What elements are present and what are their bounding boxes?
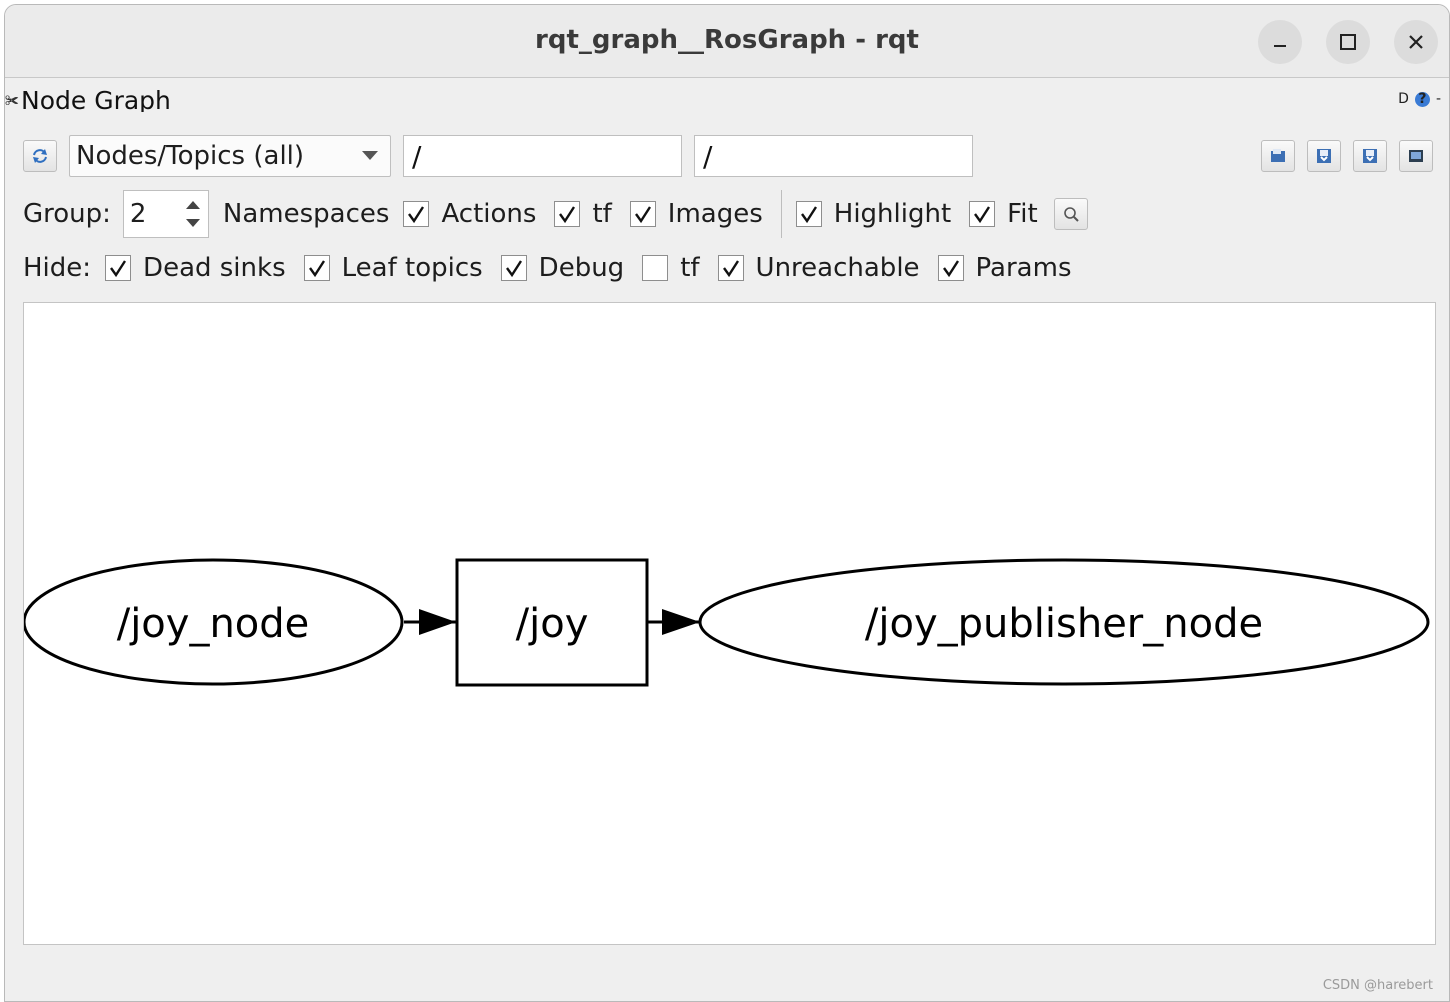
check-icon <box>505 260 522 278</box>
close-icon <box>1409 35 1423 49</box>
debug-checkbox[interactable] <box>500 255 527 281</box>
dock-controls: D ? - <box>1398 91 1441 107</box>
group-value: 2 <box>129 199 147 229</box>
dock-options-button[interactable]: D <box>1398 91 1409 107</box>
leaf-topics-label: Leaf topics <box>341 253 483 283</box>
separator <box>780 190 782 238</box>
highlight-checkbox[interactable] <box>795 201 822 227</box>
zoom-fit-icon <box>1063 207 1079 222</box>
leaf-topics-checkbox[interactable] <box>303 255 330 281</box>
graph-topic-joy[interactable]: /joy <box>455 558 649 687</box>
spin-arrows-icon[interactable] <box>182 195 204 233</box>
node-filter-input[interactable] <box>403 135 682 177</box>
watermark: CSDN @harebert <box>1322 978 1433 993</box>
check-icon <box>634 206 651 224</box>
check-icon <box>974 206 991 224</box>
group-spinbox[interactable]: 2 <box>122 190 209 238</box>
namespaces-label: Namespaces <box>222 199 390 229</box>
params-checkbox[interactable] <box>937 255 964 281</box>
minimize-icon <box>1274 45 1286 47</box>
close-button[interactable] <box>1394 20 1438 64</box>
help-icon[interactable]: ? <box>1414 91 1430 107</box>
graph-type-select[interactable]: Nodes/Topics (all) <box>69 135 391 177</box>
hide-row: Hide: Dead sinks Leaf topics Debug tf Un… <box>23 253 1072 283</box>
app-window: rqt_graph__RosGraph - rqt ✀ Node Graph D… <box>4 4 1450 1002</box>
save-svg-button[interactable] <box>1353 140 1387 172</box>
graph-node-joy-node[interactable]: /joy_node <box>22 558 404 686</box>
node-label: /joy_node <box>117 601 310 647</box>
graph-type-value: Nodes/Topics (all) <box>76 141 305 171</box>
title-bar: rqt_graph__RosGraph - rqt <box>5 5 1449 78</box>
fit-view-button[interactable] <box>1053 198 1088 230</box>
dead-sinks-checkbox[interactable] <box>105 255 132 281</box>
maximize-button[interactable] <box>1326 20 1370 64</box>
graph-node-joy-publisher-node[interactable]: /joy_publisher_node <box>698 558 1430 686</box>
save-dot-button[interactable] <box>1307 140 1341 172</box>
minimize-button[interactable] <box>1258 20 1302 64</box>
load-dot-icon <box>1271 149 1285 162</box>
graph-canvas[interactable]: /joy_node /joy /joy_publisher_node <box>22 302 1436 945</box>
tf-hide-checkbox[interactable] <box>642 255 669 281</box>
save-image-icon <box>1409 150 1423 162</box>
actions-label: Actions <box>441 199 537 229</box>
topic-filter-input[interactable] <box>694 135 973 177</box>
fit-checkbox[interactable] <box>969 201 996 227</box>
group-label: Group: <box>23 199 111 229</box>
graph-svg[interactable]: /joy_node /joy /joy_publisher_node <box>22 303 1435 944</box>
refresh-icon <box>33 149 47 163</box>
check-icon <box>559 206 576 224</box>
topic-label: /joy <box>516 601 589 647</box>
dock-title: Node Graph <box>21 86 171 112</box>
check-icon <box>110 260 127 278</box>
check-icon <box>722 260 739 278</box>
dock-close-button[interactable]: - <box>1435 91 1441 107</box>
refresh-button[interactable] <box>23 140 57 172</box>
check-icon <box>942 260 959 278</box>
arrowhead-icon <box>662 609 700 635</box>
highlight-label: Highlight <box>833 199 952 229</box>
maximize-icon <box>1340 34 1356 50</box>
unreachable-checkbox[interactable] <box>717 255 744 281</box>
save-svg-icon <box>1363 149 1377 163</box>
node-label: /joy_publisher_node <box>865 601 1263 647</box>
debug-label: Debug <box>538 253 625 283</box>
check-icon <box>800 206 817 224</box>
save-image-button[interactable] <box>1399 140 1433 172</box>
tf-group-checkbox[interactable] <box>629 201 656 227</box>
check-icon <box>308 260 325 278</box>
params-label: Params <box>975 253 1072 283</box>
tf-hide-label: tf <box>680 253 700 283</box>
window-title: rqt_graph__RosGraph - rqt <box>535 25 919 55</box>
hide-label: Hide: <box>23 253 92 283</box>
save-dot-icon <box>1317 149 1331 163</box>
actions-checkbox[interactable] <box>554 201 581 227</box>
fit-label: Fit <box>1007 199 1038 229</box>
arrowhead-icon <box>419 609 456 635</box>
check-icon <box>408 206 425 224</box>
namespaces-checkbox[interactable] <box>403 201 430 227</box>
filter-toolbar: Nodes/Topics (all) <box>23 135 973 177</box>
chevron-down-icon <box>362 151 378 160</box>
unreachable-label: Unreachable <box>755 253 920 283</box>
dead-sinks-label: Dead sinks <box>143 253 286 283</box>
export-toolbar <box>1261 140 1433 172</box>
load-dot-button[interactable] <box>1261 140 1295 172</box>
images-label: Images <box>667 199 763 229</box>
dock-grip-icon[interactable]: ✀ <box>5 93 19 109</box>
tf-group-label: tf <box>592 199 612 229</box>
group-row: Group: 2 Namespaces Actions tf Images Hi… <box>23 190 1088 238</box>
